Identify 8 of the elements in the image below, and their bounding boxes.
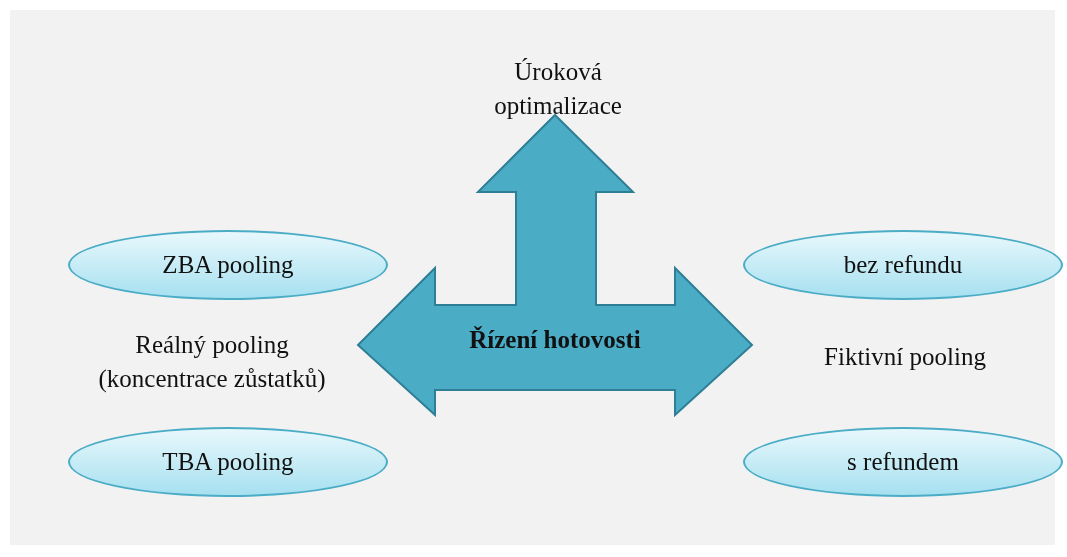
text-label: Úroková optimalizace <box>493 57 623 121</box>
text-label: Reálný pooling (koncentrace zůstatků) <box>97 330 327 395</box>
node-label: bez refundu <box>843 251 963 279</box>
node-label: ZBA pooling <box>162 251 294 279</box>
node-label: s refundem <box>847 448 959 476</box>
arrow-label: Řízení hotovosti <box>469 326 641 354</box>
node-label: TBA pooling <box>162 448 294 476</box>
text-label: Fiktivní pooling <box>823 342 987 372</box>
